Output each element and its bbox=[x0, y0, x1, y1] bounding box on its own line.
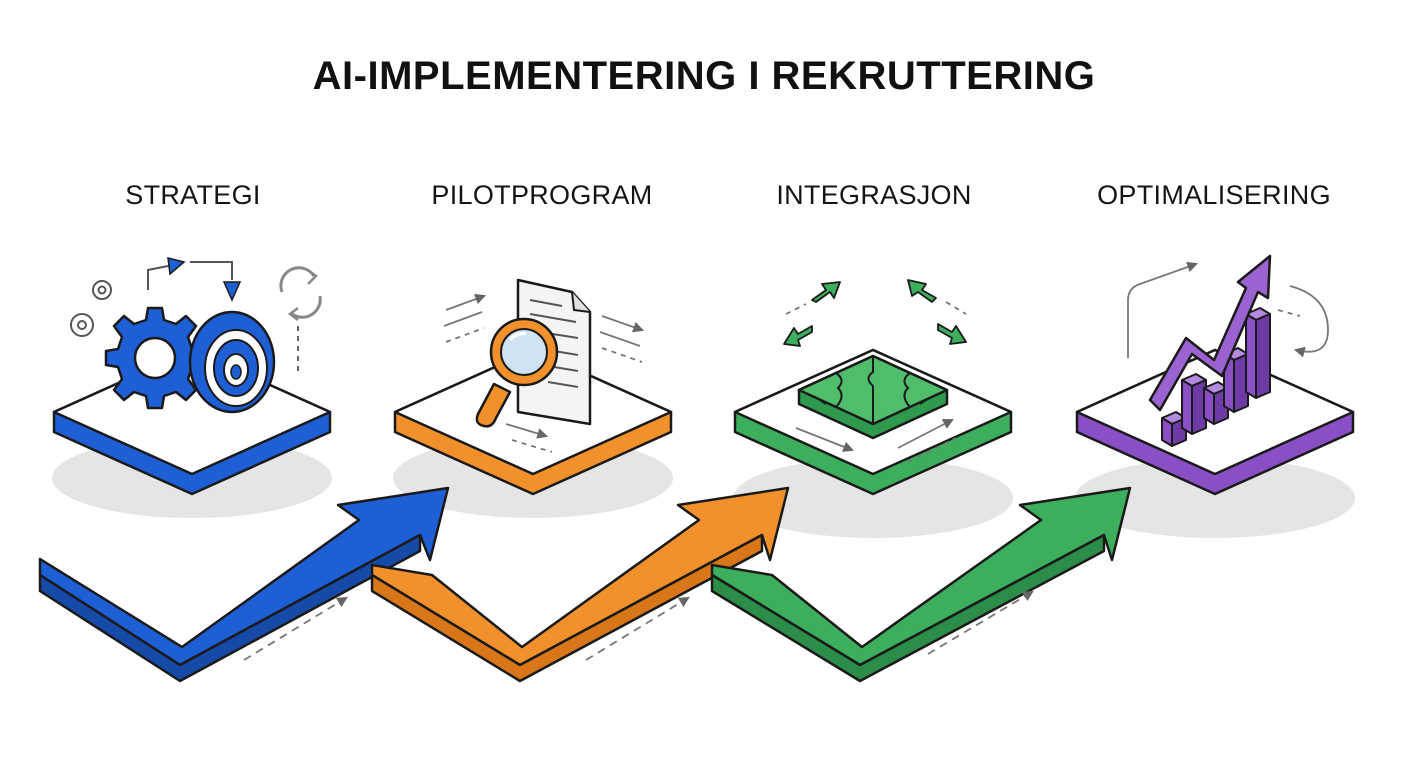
progress-arrow-green bbox=[710, 486, 1132, 683]
arrow-motion-guides bbox=[243, 590, 1034, 661]
dashed-guides bbox=[785, 301, 967, 463]
magnifier-icon bbox=[475, 317, 559, 428]
small-gear-icon bbox=[70, 280, 112, 337]
stage-label-pilotprogram: PILOTPROGRAM bbox=[431, 180, 653, 210]
blue-gear-icon bbox=[104, 306, 206, 410]
magnifier-document-icon bbox=[443, 278, 645, 453]
progress-arrow-orange bbox=[370, 486, 790, 683]
chart-bars bbox=[1161, 307, 1271, 447]
motion-lines bbox=[443, 293, 645, 453]
page-title: AI-IMPLEMENTERING I REKRUTTERING bbox=[312, 54, 1096, 98]
stage-label-integrasjon: INTEGRASJON bbox=[776, 180, 972, 210]
growth-chart-icon bbox=[1127, 254, 1329, 447]
connect-arrows bbox=[783, 279, 967, 347]
target-icon bbox=[188, 310, 276, 414]
cycle-icon bbox=[279, 266, 322, 321]
stage-label-optimalisering: OPTIMALISERING bbox=[1097, 180, 1331, 210]
cycle-guides bbox=[1127, 261, 1329, 358]
stage-label-strategi: STRATEGI bbox=[125, 180, 261, 210]
trend-arrow bbox=[1148, 254, 1272, 412]
progress-arrow-blue bbox=[38, 486, 450, 683]
puzzle-icon bbox=[783, 279, 967, 463]
gear-target-icon bbox=[70, 257, 322, 414]
